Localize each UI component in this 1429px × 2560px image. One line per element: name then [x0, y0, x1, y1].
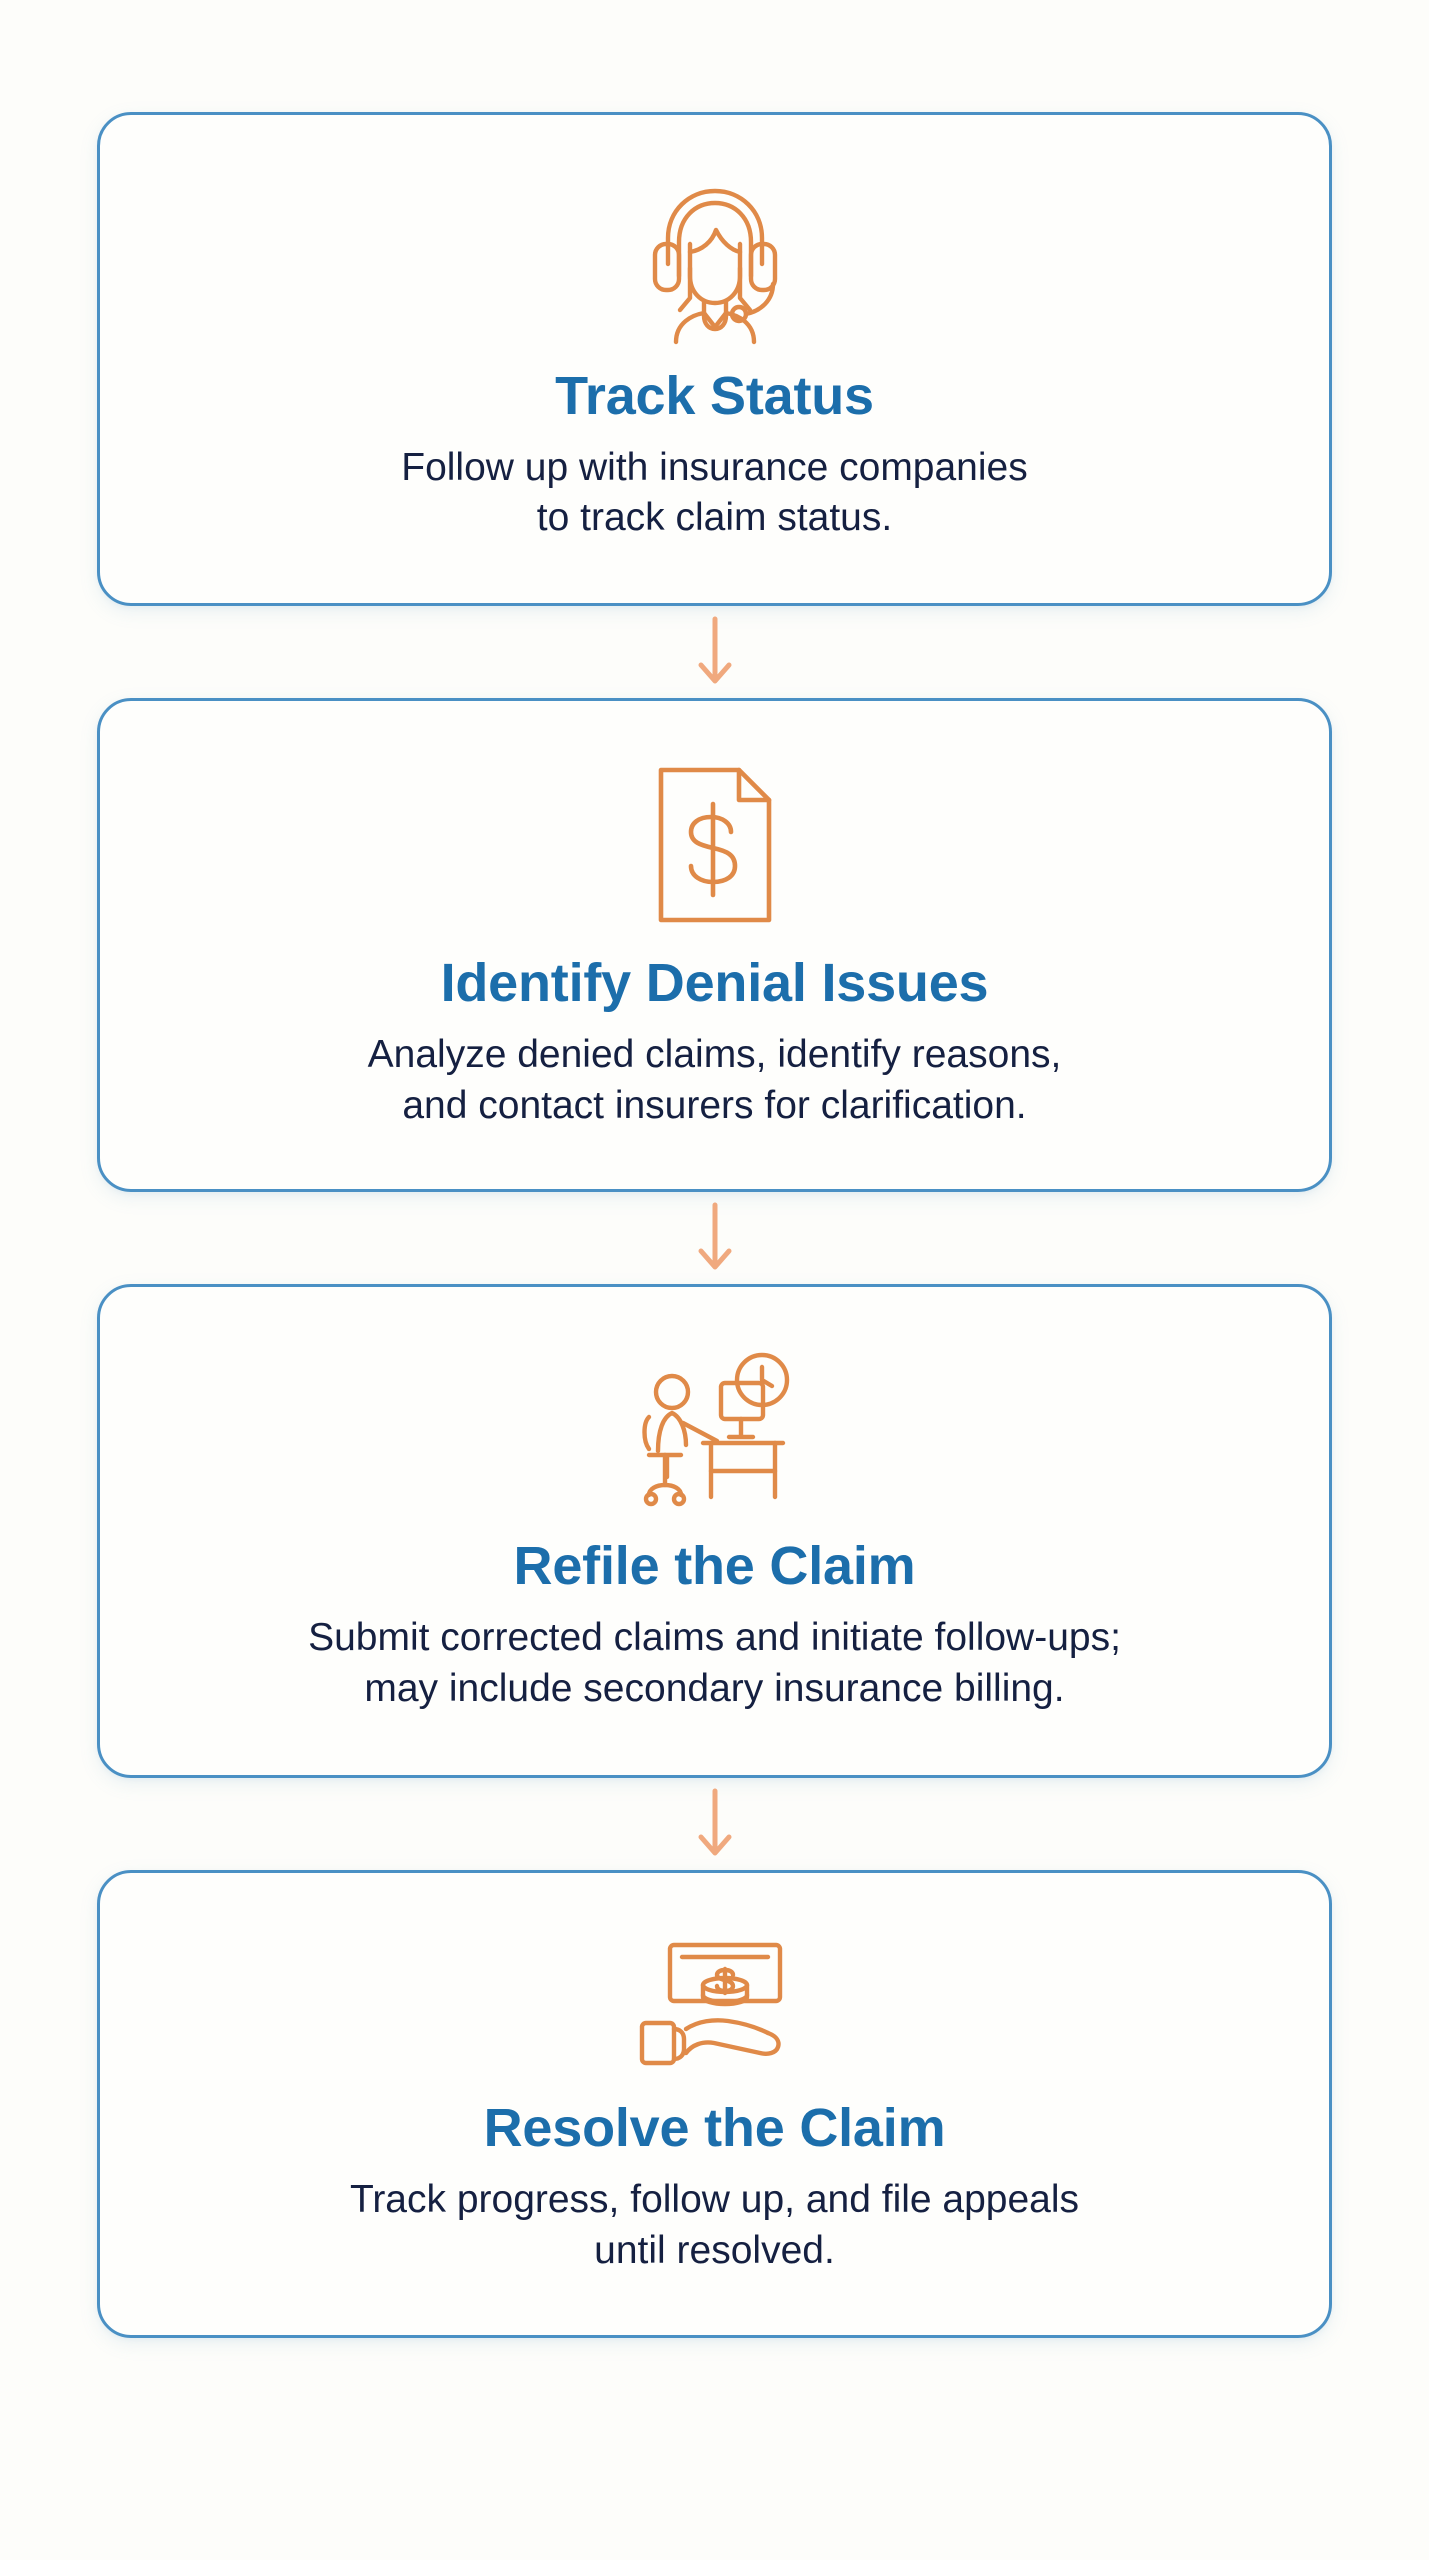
- person-at-desk-clock-icon: [625, 1345, 805, 1517]
- hand-holding-money-icon: [626, 1929, 804, 2079]
- step-description: Track progress, follow up, and file appe…: [350, 2175, 1079, 2276]
- step-description-line-2: to track claim status.: [536, 496, 893, 540]
- step-description-line-2: may include secondary insurance billing.: [364, 1666, 1065, 1710]
- step-description-line-1: Analyze denied claims, identify reasons,: [367, 1033, 1062, 1077]
- step-title: Refile the Claim: [513, 1536, 916, 1597]
- step-description-line-1: Submit corrected claims and initiate fol…: [308, 1616, 1121, 1660]
- arrow-down-icon: [693, 606, 737, 698]
- headset-support-agent-icon: [630, 172, 800, 347]
- step-card-1: Track Status Follow up with insurance co…: [97, 112, 1332, 606]
- step-title: Identify Denial Issues: [440, 953, 989, 1014]
- step-description-line-2: until resolved.: [594, 2228, 835, 2272]
- step-description: Analyze denied claims, identify reasons,…: [368, 1030, 1062, 1131]
- document-dollar-icon: [635, 756, 795, 934]
- step-card-3: Refile the Claim Submit corrected claims…: [97, 1284, 1332, 1778]
- step-description-line-2: and contact insurers for clarification.: [402, 1083, 1027, 1127]
- arrow-down-icon: [693, 1192, 737, 1284]
- step-description: Submit corrected claims and initiate fol…: [308, 1613, 1121, 1714]
- step-title: Track Status: [555, 365, 874, 426]
- step-title: Resolve the Claim: [483, 2098, 946, 2159]
- step-description: Follow up with insurance companies to tr…: [401, 443, 1027, 544]
- step-description-line-1: Follow up with insurance companies: [401, 445, 1028, 489]
- step-card-2: Identify Denial Issues Analyze denied cl…: [97, 698, 1332, 1192]
- step-description-line-1: Track progress, follow up, and file appe…: [349, 2178, 1080, 2222]
- step-card-4: Resolve the Claim Track progress, follow…: [97, 1870, 1332, 2338]
- process-flow: Track Status Follow up with insurance co…: [97, 112, 1332, 2338]
- arrow-down-icon: [693, 1778, 737, 1870]
